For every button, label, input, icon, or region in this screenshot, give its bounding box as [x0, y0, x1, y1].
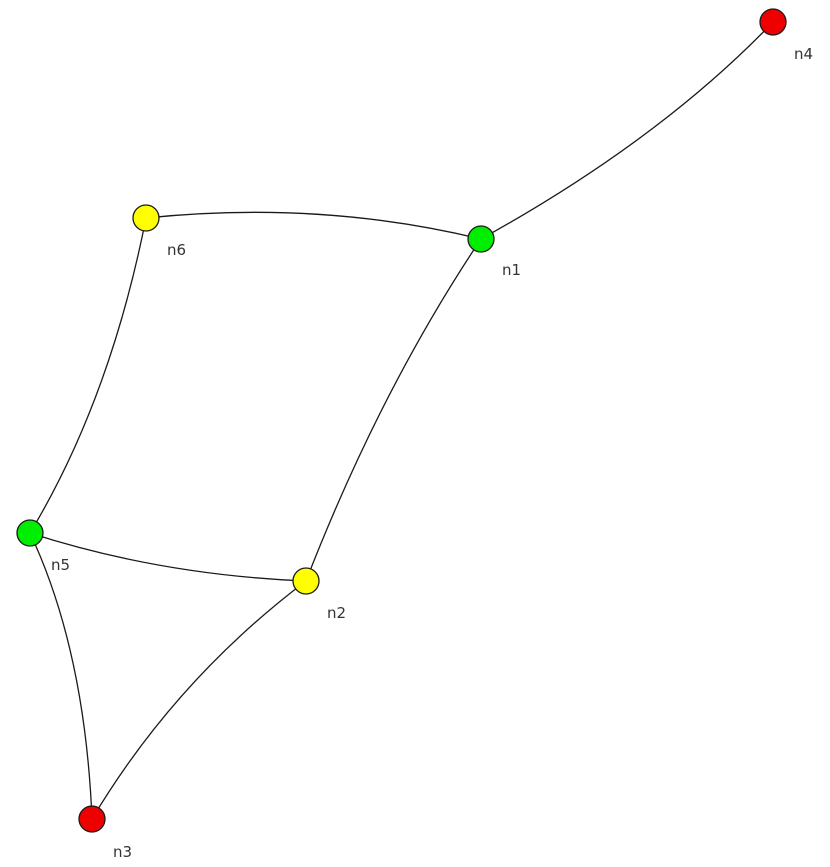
node-n1[interactable] — [467, 225, 495, 253]
edge-n2-n3 — [91, 580, 307, 820]
edge-n6-n1 — [145, 211, 482, 240]
edge-n4-n1 — [480, 21, 774, 240]
edge-n5-n2 — [29, 532, 307, 582]
node-n3[interactable] — [78, 805, 106, 833]
node-n4[interactable] — [759, 8, 787, 36]
node-label-n5: n5 — [51, 556, 70, 574]
edge-n6-n5 — [29, 217, 147, 534]
labels-layer: n1 n2 n3 n4 n5 n6 — [51, 45, 813, 861]
edges-layer — [29, 21, 774, 820]
node-n6[interactable] — [132, 204, 160, 232]
node-label-n3: n3 — [113, 843, 132, 861]
node-n2[interactable] — [292, 567, 320, 595]
node-label-n6: n6 — [167, 241, 186, 259]
node-label-n1: n1 — [502, 261, 521, 279]
node-label-n2: n2 — [327, 604, 346, 622]
node-n5[interactable] — [16, 519, 44, 547]
edge-n5-n3 — [29, 532, 93, 820]
node-label-n4: n4 — [794, 45, 813, 63]
nodes-layer — [16, 8, 787, 833]
edge-n1-n2 — [305, 238, 482, 582]
